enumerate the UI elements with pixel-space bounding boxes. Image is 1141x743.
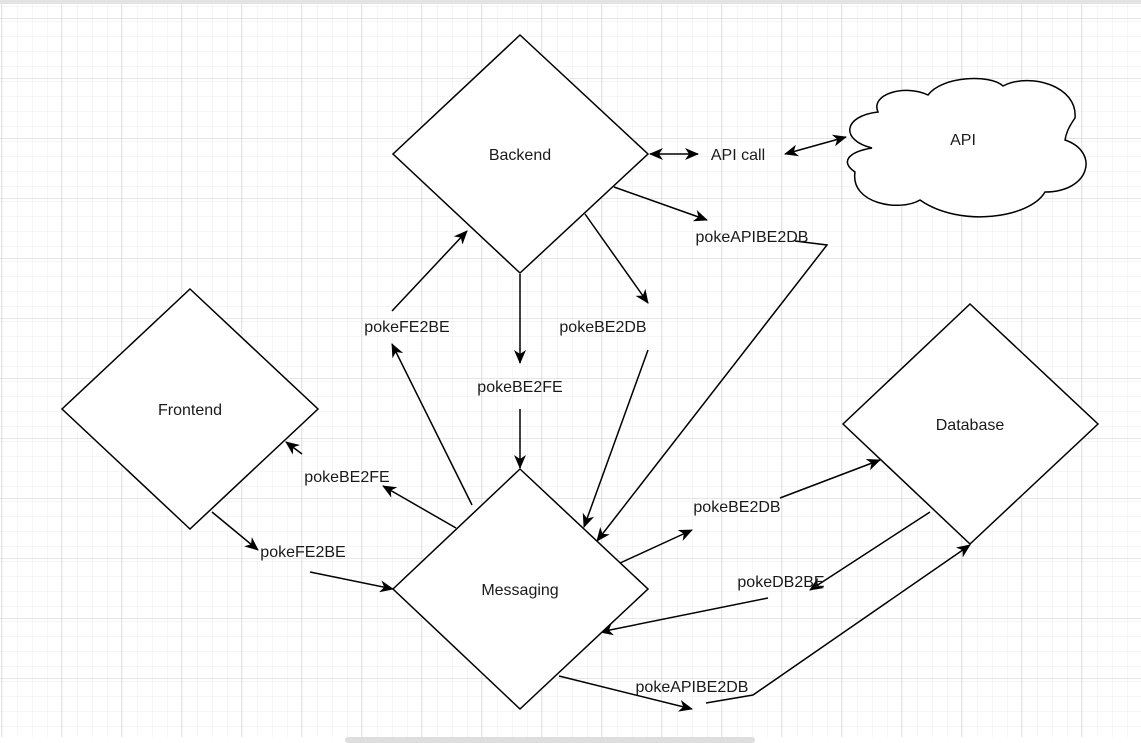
- edge-label-frontend-pokefe2be[interactable]: pokeFE2BE: [260, 544, 345, 561]
- edge-label-messaging-pokebe2fe[interactable]: pokeBE2FE: [304, 469, 389, 486]
- frontend-rhombus[interactable]: [60, 287, 320, 531]
- database-label: Database: [936, 417, 1005, 434]
- edge-messaging-pokebe2db-b[interactable]: [779, 459, 881, 499]
- database-rhombus[interactable]: [841, 302, 1100, 546]
- edge-backend-pokebe2db-b[interactable]: [582, 349, 649, 528]
- api-cloud-shape[interactable]: [846, 77, 1087, 218]
- edges: [211, 134, 971, 712]
- node-backend[interactable]: Backend: [391, 33, 650, 275]
- messaging-label: Messaging: [481, 582, 558, 599]
- edge-messaging-pokeapibe2db-a[interactable]: [558, 675, 693, 712]
- edge-label-messaging-pokebe2db[interactable]: pokeBE2DB: [693, 499, 780, 516]
- edge-label-messaging-pokefe2be[interactable]: pokeFE2BE: [364, 319, 449, 336]
- edge-label-backend-pokebe2db[interactable]: pokeBE2DB: [559, 319, 646, 336]
- edge-messaging-pokebe2fe-a[interactable]: [382, 485, 457, 529]
- edge-frontend-pokefe2be-a[interactable]: [211, 511, 259, 551]
- node-frontend[interactable]: Frontend: [60, 287, 320, 531]
- node-api[interactable]: API: [846, 77, 1087, 218]
- edge-database-pokedb2be-b[interactable]: [599, 597, 769, 636]
- edge-api-call-cloud[interactable]: [784, 134, 847, 157]
- edge-database-pokedb2be-a[interactable]: [809, 511, 931, 591]
- node-database[interactable]: Database: [841, 302, 1100, 546]
- backend-label: Backend: [489, 147, 551, 164]
- edge-label-database-pokedb2be[interactable]: pokeDB2BE: [737, 574, 824, 591]
- edge-messaging-pokeapibe2db-b[interactable]: [705, 544, 971, 704]
- edge-backend-pokebe2db-a[interactable]: [584, 213, 649, 304]
- edge-backend-pokeapibe2db-b[interactable]: [596, 240, 829, 542]
- edge-label-api-call[interactable]: API call: [711, 147, 765, 164]
- top-toolbar-border: [0, 0, 1141, 4]
- edge-backend-pokeapibe2db-a[interactable]: [613, 186, 708, 222]
- backend-rhombus[interactable]: [391, 33, 650, 275]
- api-label: API: [950, 132, 976, 149]
- edge-messaging-pokebe2db-a[interactable]: [617, 529, 693, 565]
- edge-frontend-pokefe2be-b[interactable]: [309, 571, 394, 593]
- diagram-canvas[interactable]: Backend Frontend Messaging Database API …: [0, 4, 1141, 737]
- edge-label-backend-pokebe2fe[interactable]: pokeBE2FE: [477, 379, 562, 396]
- edge-messaging-pokefe2be-a[interactable]: [391, 343, 473, 506]
- edge-label-backend-pokeapibe2db[interactable]: pokeAPIBE2DB: [696, 229, 809, 246]
- horizontal-scrollbar[interactable]: [345, 737, 755, 743]
- messaging-rhombus[interactable]: [391, 467, 650, 711]
- node-messaging[interactable]: Messaging: [391, 467, 650, 711]
- edge-labels: API call pokeAPIBE2DB pokeBE2DB pokeBE2F…: [260, 147, 824, 696]
- edge-label-messaging-pokeapibe2db[interactable]: pokeAPIBE2DB: [636, 679, 749, 696]
- edge-messaging-pokebe2fe-b[interactable]: [285, 441, 303, 455]
- frontend-label: Frontend: [158, 402, 222, 419]
- edge-messaging-pokefe2be-b[interactable]: [391, 230, 468, 312]
